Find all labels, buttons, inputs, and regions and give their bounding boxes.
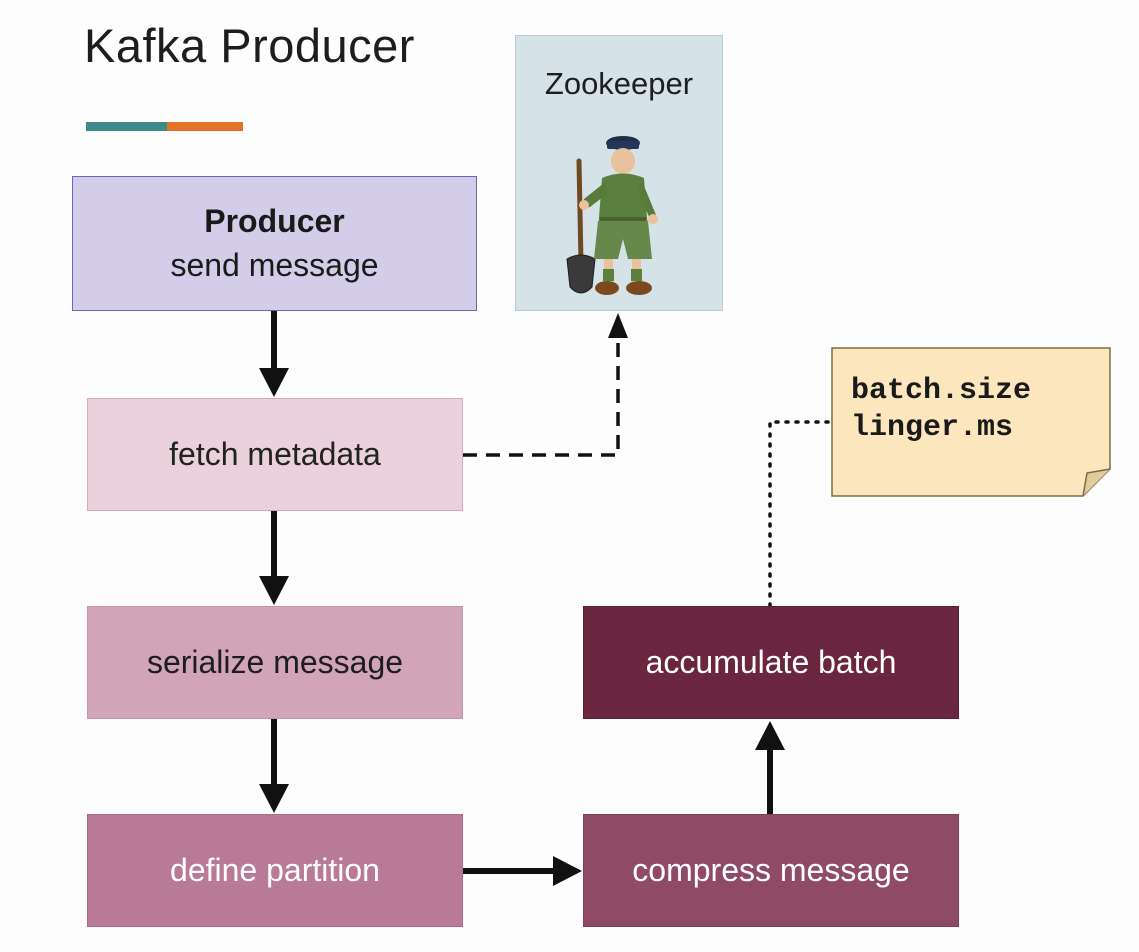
- producer-subtitle: send message: [170, 246, 379, 283]
- producer-send-message-box: Producer send message: [72, 176, 477, 311]
- zookeeper-keeper-icon: [566, 136, 658, 295]
- serialize-message-box: serialize message: [87, 606, 463, 719]
- config-note: batch.size linger.ms: [831, 347, 1111, 497]
- arrow-producer-to-fetch: [259, 311, 289, 397]
- arrow-serialize-to-partition: [259, 719, 289, 813]
- accumulate-batch-label: accumulate batch: [645, 643, 897, 680]
- zookeeper-box: Zookeeper: [515, 35, 723, 311]
- accumulate-batch-box: accumulate batch: [583, 606, 959, 719]
- config-note-text: batch.size linger.ms: [851, 373, 1031, 447]
- fetch-metadata-box: fetch metadata: [87, 398, 463, 511]
- arrow-fetch-to-serialize: [259, 511, 289, 605]
- page-title: Kafka Producer: [84, 19, 415, 72]
- define-partition-label: define partition: [170, 851, 380, 888]
- config-line-linger-ms: linger.ms: [851, 411, 1014, 445]
- arrow-partition-to-compress: [463, 856, 582, 886]
- dashed-arrow-fetch-to-zookeeper: [463, 313, 628, 457]
- compress-message-label: compress message: [632, 851, 910, 888]
- title-underline-orange: [167, 122, 243, 131]
- zookeeper-label: Zookeeper: [544, 66, 694, 101]
- define-partition-box: define partition: [87, 814, 463, 927]
- title-underline-teal: [86, 122, 167, 131]
- config-line-batch-size: batch.size: [851, 374, 1032, 408]
- producer-title: Producer: [204, 203, 345, 240]
- arrow-compress-to-accumulate: [755, 721, 785, 814]
- serialize-message-label: serialize message: [146, 643, 404, 680]
- dotted-link-accumulate-to-config-note: [768, 420, 833, 608]
- compress-message-box: compress message: [583, 814, 959, 927]
- fetch-metadata-label: fetch metadata: [169, 435, 381, 472]
